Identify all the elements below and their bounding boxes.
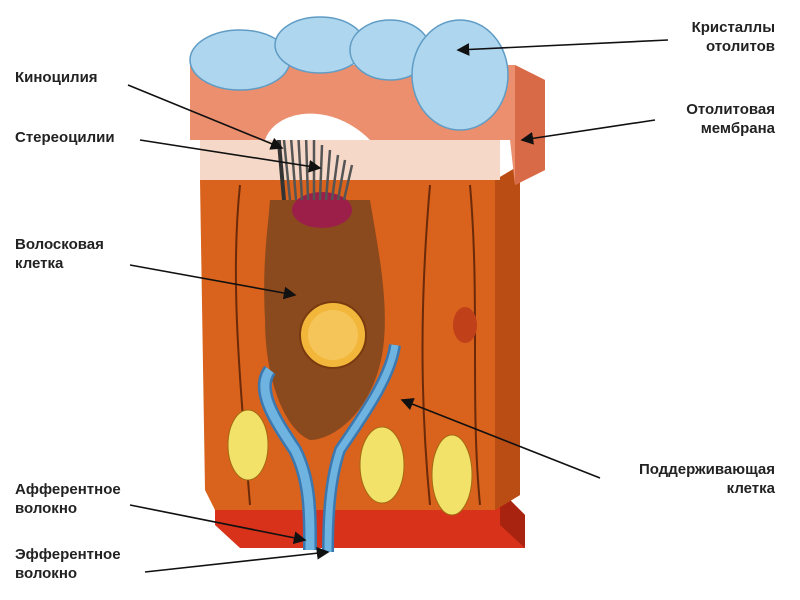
label-efferent-fiber: Эфферентное волокно bbox=[15, 545, 121, 583]
supporting-nucleus bbox=[227, 409, 269, 481]
label-line: клетка bbox=[15, 255, 64, 272]
label-kinocilium: Киноцилия bbox=[15, 69, 98, 86]
label-stereocilia: Стереоцилии bbox=[15, 129, 115, 146]
label-line: Афферентное bbox=[15, 481, 121, 498]
label-line: Кристаллы bbox=[691, 19, 775, 36]
otolith-crystals bbox=[189, 16, 509, 131]
label-line: клетка bbox=[726, 480, 775, 497]
label-hair-cell: Волосковая клетка bbox=[15, 235, 104, 273]
label-otolith-crystals: Кристаллы отолитов bbox=[692, 18, 775, 56]
label-line: Поддерживающая bbox=[638, 461, 775, 478]
label-afferent-fiber: Афферентное волокно bbox=[15, 480, 121, 518]
label-line: отолитов bbox=[705, 38, 775, 55]
label-line: волокно bbox=[15, 565, 78, 582]
label-line: мембрана bbox=[700, 120, 775, 137]
label-line: Эфферентное bbox=[15, 546, 121, 563]
label-line: Волосковая bbox=[15, 236, 104, 253]
label-line: Отолитовая bbox=[686, 101, 775, 118]
label-supporting-cell: Поддерживающая клетка bbox=[639, 460, 775, 498]
label-line: волокно bbox=[15, 500, 78, 517]
cuticular-plate bbox=[292, 192, 352, 228]
label-otolith-membrane: Отолитовая мембрана bbox=[686, 100, 775, 138]
